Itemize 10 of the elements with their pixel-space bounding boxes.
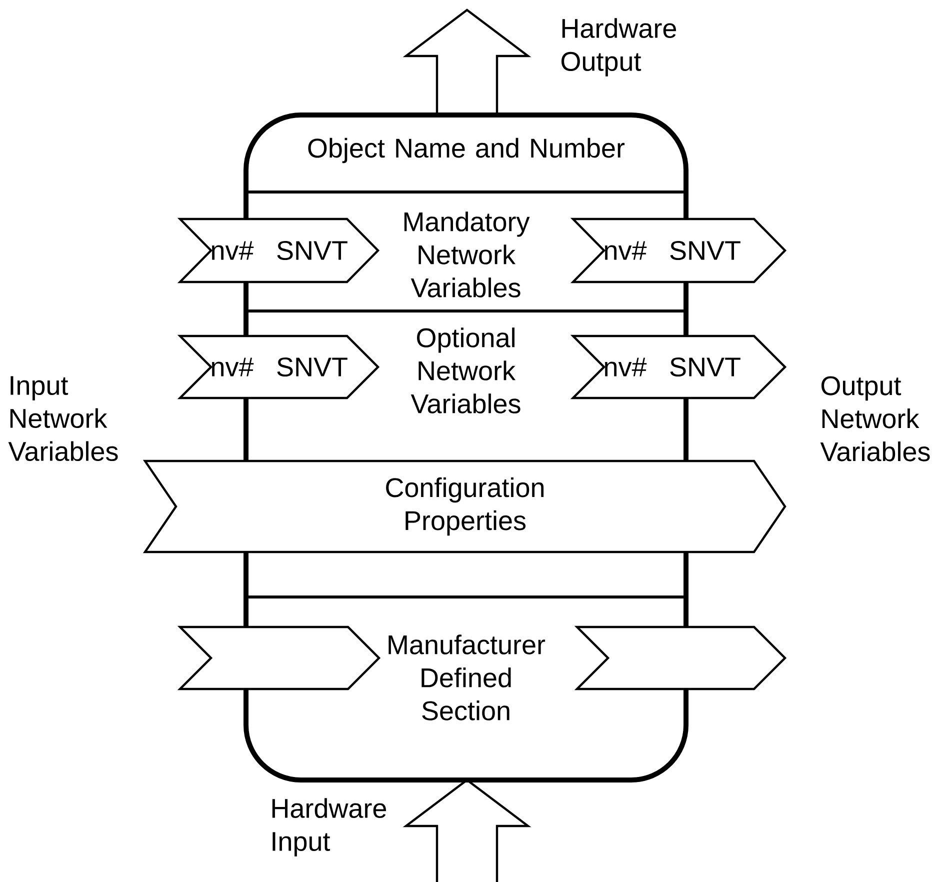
side-label: Output Network Variables [820,376,930,462]
chevron-arrow [574,626,787,690]
arrow-caption: Hardware Input [272,798,386,856]
chevron-arrow [177,626,381,690]
arrow-caption: Hardware Output [562,18,676,76]
section-label: Manufacturer Defined Section [388,634,546,720]
section-label: Optional Network Variables [410,328,520,414]
section-label: Mandatory Network Variables [404,212,530,298]
section-label: Object Name and Number [308,138,625,164]
side-label: Input Network Variables [8,376,118,462]
